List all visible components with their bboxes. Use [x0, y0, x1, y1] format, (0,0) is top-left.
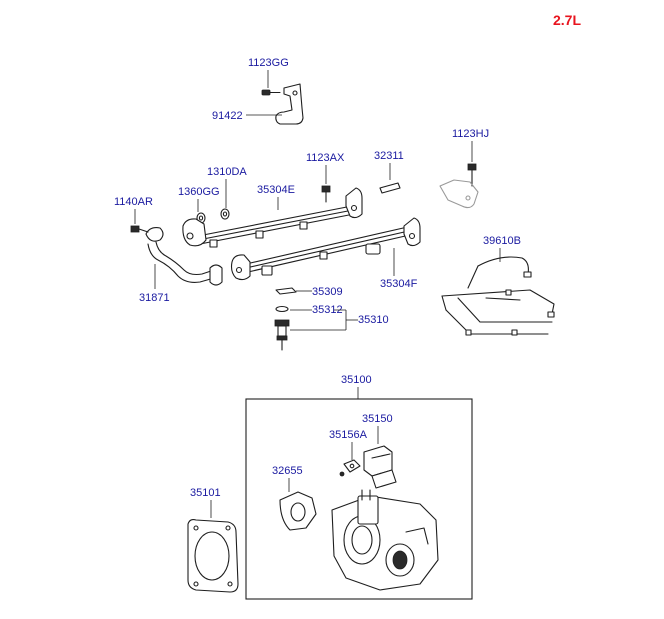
label-32655: 32655: [272, 465, 303, 477]
label-1360GG: 1360GG: [178, 186, 220, 198]
label-1123AX: 1123AX: [306, 152, 345, 164]
assembly-frame-35100: [245, 398, 473, 600]
bolt-1123AX: [321, 185, 331, 203]
o-ring-35312: [275, 305, 289, 313]
label-31871: 31871: [139, 292, 170, 304]
engine-label: 2.7L: [553, 12, 581, 28]
label-1310DA: 1310DA: [207, 166, 247, 178]
washer-1310DA: [220, 208, 230, 220]
gasket-35101: [187, 518, 239, 593]
fuel-rail-35304F: [230, 217, 421, 281]
injector-35310: [274, 319, 290, 351]
label-35309: 35309: [312, 286, 343, 298]
harness-39610B: [441, 256, 555, 336]
label-35150: 35150: [362, 413, 393, 425]
bolt-1140AR: [130, 225, 149, 233]
label-35310: 35310: [358, 314, 389, 326]
stud-32311: [379, 182, 401, 194]
bracket-91422: [275, 83, 304, 125]
idle-valve-35150: [363, 445, 397, 489]
label-1140AR: 1140AR: [114, 196, 153, 208]
bracket-1123HJ: [439, 179, 479, 209]
label-35304F: 35304F: [380, 278, 418, 290]
clip-35309: [275, 287, 297, 295]
label-1123GG: 1123GG: [248, 57, 289, 69]
fuel-rail-35304E: [182, 187, 363, 248]
pipe-31871: [145, 227, 223, 286]
label-32311: 32311: [374, 150, 404, 162]
label-35101: 35101: [190, 487, 221, 499]
label-35156A: 35156A: [329, 429, 368, 441]
label-1123HJ: 1123HJ: [452, 128, 489, 140]
bolt-1123GG: [261, 89, 281, 96]
tps-32655: [279, 491, 317, 531]
bolt-1123HJ: [467, 163, 477, 187]
label-91422: 91422: [212, 110, 243, 122]
label-39610B: 39610B: [483, 235, 521, 247]
label-35100: 35100: [341, 374, 372, 386]
gasket-35156A: [339, 459, 361, 477]
label-35304E: 35304E: [257, 184, 295, 196]
label-35312: 35312: [312, 304, 343, 316]
throttle-body-35100: [331, 489, 439, 591]
